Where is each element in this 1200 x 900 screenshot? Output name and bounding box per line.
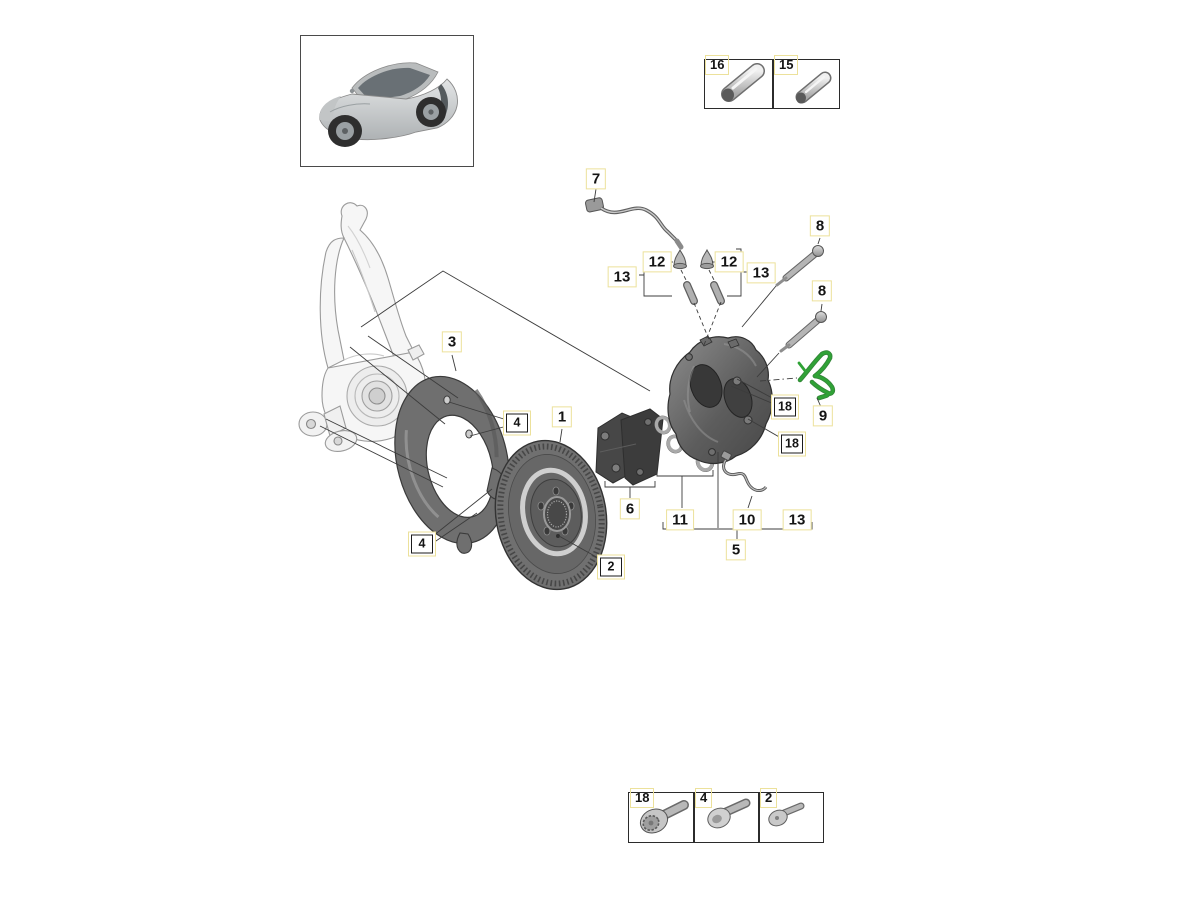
callout-13-bottom[interactable]: 13 bbox=[782, 509, 812, 531]
callout-2-number[interactable]: 2 bbox=[600, 557, 622, 577]
wear-sensor-wire[interactable] bbox=[720, 450, 768, 492]
brake-caliper[interactable] bbox=[667, 335, 773, 465]
caliper-bolt-bottom[interactable] bbox=[779, 311, 827, 353]
guide-sleeve-right[interactable] bbox=[710, 281, 725, 305]
dust-shield[interactable] bbox=[378, 364, 526, 556]
guide-sleeve-left[interactable] bbox=[683, 281, 698, 305]
dust-cap-right[interactable] bbox=[700, 248, 714, 270]
callout-1-disc[interactable]: 1 bbox=[551, 406, 573, 428]
callout-18-a-number[interactable]: 18 bbox=[774, 397, 796, 417]
ref-num-4[interactable]: 4 bbox=[695, 788, 713, 808]
callout-12-left[interactable]: 12 bbox=[642, 251, 672, 273]
ref-num-15[interactable]: 15 bbox=[774, 55, 799, 75]
callout-6-pads[interactable]: 6 bbox=[619, 498, 641, 520]
callout-11-rings[interactable]: 11 bbox=[666, 509, 694, 531]
callout-18-boxed-a[interactable]: 18 bbox=[771, 394, 799, 420]
callout-4-upper-number[interactable]: 4 bbox=[506, 413, 528, 433]
vehicle-illustration bbox=[319, 62, 458, 147]
sealant-tube-small bbox=[795, 71, 832, 104]
callout-4-boxed-upper[interactable]: 4 bbox=[503, 410, 531, 436]
brake-hose[interactable] bbox=[584, 197, 684, 250]
callout-12-right[interactable]: 12 bbox=[714, 251, 744, 273]
callout-7-hose[interactable]: 7 bbox=[585, 168, 607, 190]
pan-head-screw bbox=[707, 798, 751, 829]
callout-4-lower-number[interactable]: 4 bbox=[411, 534, 433, 554]
callout-4-boxed-lower[interactable]: 4 bbox=[408, 531, 436, 557]
ref-cell-2[interactable] bbox=[758, 792, 824, 843]
multi-point-flange-bolt bbox=[639, 800, 689, 834]
callout-3-shield[interactable]: 3 bbox=[441, 331, 463, 353]
callout-8-bottom[interactable]: 8 bbox=[811, 280, 833, 302]
ref-cell-18[interactable] bbox=[628, 792, 695, 843]
callout-10-wire[interactable]: 10 bbox=[732, 509, 762, 531]
callout-2-boxed[interactable]: 2 bbox=[597, 554, 625, 580]
ref-cell-15[interactable] bbox=[772, 59, 840, 109]
callout-9-spring[interactable]: 9 bbox=[812, 405, 834, 427]
brake-pad-set[interactable] bbox=[595, 408, 664, 486]
ref-num-18[interactable]: 18 bbox=[630, 788, 655, 808]
sealant-tube-large bbox=[721, 63, 765, 102]
brake-disc[interactable] bbox=[484, 432, 618, 599]
ref-cell-4[interactable] bbox=[693, 792, 760, 843]
countersunk-screw bbox=[768, 802, 805, 827]
callout-8-top[interactable]: 8 bbox=[809, 215, 831, 237]
callout-18-b-number[interactable]: 18 bbox=[781, 434, 803, 454]
dust-cap-left[interactable] bbox=[673, 248, 687, 270]
ref-cell-16[interactable] bbox=[704, 59, 774, 109]
callout-5-caliper[interactable]: 5 bbox=[725, 539, 747, 561]
vehicle-thumbnail-box[interactable] bbox=[300, 35, 474, 167]
retaining-spring[interactable] bbox=[797, 350, 836, 401]
caliper-bolt-top[interactable] bbox=[775, 245, 824, 287]
ref-num-2[interactable]: 2 bbox=[760, 788, 778, 808]
callout-13-top-right[interactable]: 13 bbox=[746, 262, 776, 284]
callout-18-boxed-b[interactable]: 18 bbox=[778, 431, 806, 457]
ref-num-16[interactable]: 16 bbox=[705, 55, 730, 75]
leader-lines bbox=[319, 188, 823, 560]
callout-13-top-left[interactable]: 13 bbox=[607, 266, 637, 288]
